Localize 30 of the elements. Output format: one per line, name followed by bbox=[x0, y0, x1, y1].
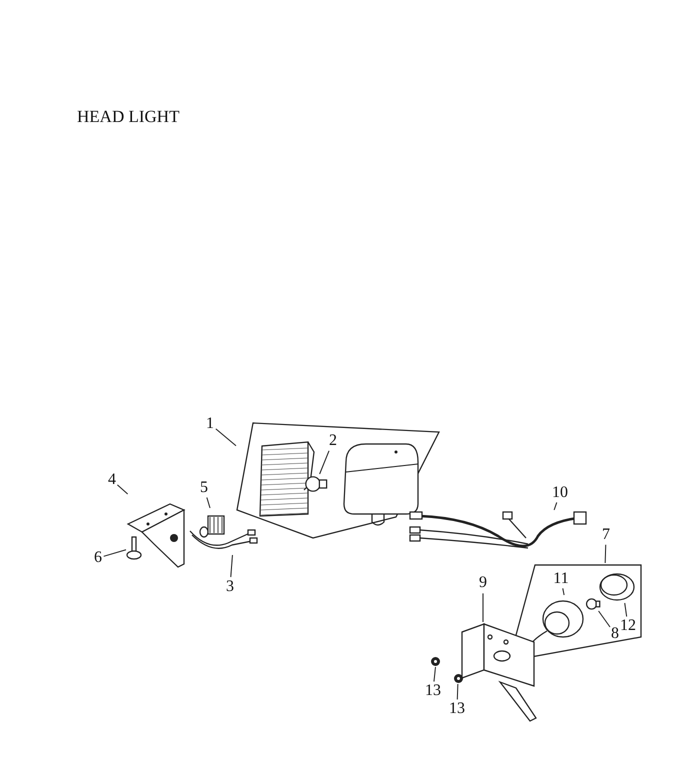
callout-number: 8 bbox=[611, 626, 619, 642]
callout-number: 4 bbox=[108, 472, 116, 488]
diagram-title: HEAD LIGHT bbox=[77, 106, 180, 128]
leader-line bbox=[604, 544, 606, 564]
callout-number: 5 bbox=[200, 480, 208, 496]
leader-line bbox=[319, 450, 330, 474]
leader-line bbox=[433, 666, 436, 682]
callout-number: 13 bbox=[425, 683, 441, 699]
leader-line bbox=[562, 588, 565, 596]
callout-number: 13 bbox=[449, 701, 465, 717]
callout-number: 11 bbox=[553, 571, 569, 587]
parts-group-outline bbox=[236, 422, 441, 540]
callout-number: 2 bbox=[329, 433, 337, 449]
leader-line bbox=[230, 554, 233, 578]
callout-number: 6 bbox=[94, 550, 102, 566]
leader-line bbox=[456, 684, 458, 700]
leader-line bbox=[482, 592, 484, 622]
leader-line bbox=[116, 484, 128, 494]
leader-line bbox=[215, 428, 236, 446]
leader-line bbox=[103, 549, 126, 557]
callout-number: 12 bbox=[620, 618, 636, 634]
leader-line bbox=[206, 497, 210, 508]
callout-number: 10 bbox=[552, 485, 568, 501]
callout-number: 7 bbox=[602, 527, 610, 543]
callout-number: 9 bbox=[479, 575, 487, 591]
leader-line bbox=[554, 502, 558, 510]
leader-line bbox=[598, 610, 610, 628]
callout-number: 3 bbox=[226, 579, 234, 595]
callout-number: 1 bbox=[206, 416, 214, 432]
leader-line bbox=[624, 602, 628, 618]
